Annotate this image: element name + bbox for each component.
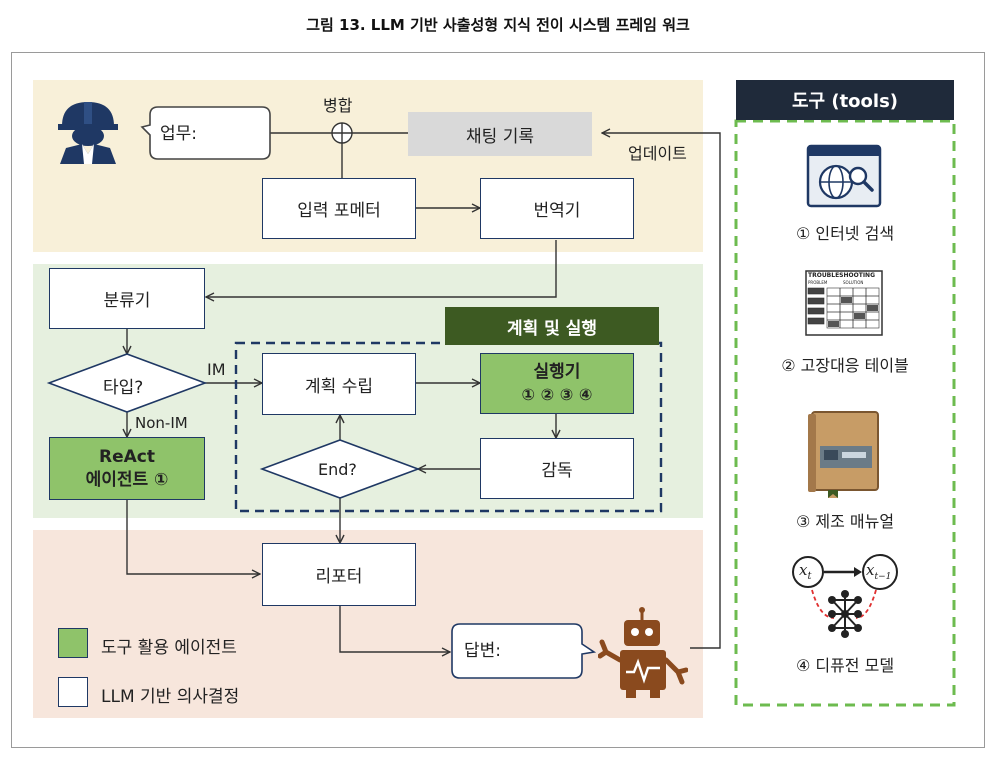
executor-box: 실행기 ① ② ③ ④: [480, 353, 634, 414]
executor-line2: ① ② ③ ④: [521, 385, 593, 405]
react-agent-line1: ReAct: [99, 446, 155, 467]
worker-icon: [52, 96, 124, 164]
figure-title: 그림 13. LLM 기반 사출성형 지식 전이 시스템 프레임 워크: [306, 16, 690, 34]
diffusion-node-xt-1-sub: t−1: [874, 572, 892, 582]
update-label: 업데이트: [628, 144, 687, 163]
web-search-icon: [806, 144, 882, 208]
reporter-to-answer-arrow: [339, 606, 450, 652]
merge-label: 병합: [323, 96, 353, 115]
reporter-box: 리포터: [262, 543, 416, 606]
tools-header: 도구 (tools): [736, 80, 954, 120]
translator-box: 번역기: [480, 178, 634, 239]
troubleshooting-icon-heading: TROUBLESHOOTING: [808, 272, 875, 279]
type-decision-text: 타입?: [103, 378, 144, 398]
tool-label-diffusion-model: ④ 디퓨전 모델: [795, 656, 895, 675]
manual-book-icon: [806, 410, 882, 498]
react-agent-line2: 에이전트 ①: [85, 469, 169, 490]
tools-container: [734, 119, 956, 707]
end-decision-text: End?: [318, 460, 357, 479]
im-label: IM: [207, 360, 226, 379]
legend-llm-decision-swatch: [58, 677, 88, 707]
legend-llm-decision-text: LLM 기반 의사결정: [101, 687, 240, 707]
diffusion-node-xt-1: xt−1: [866, 561, 891, 582]
answer-speech-bubble: 답변:: [450, 622, 596, 680]
answer-text: 답변:: [464, 641, 502, 661]
tool-label-manufacturing-manual: ③ 제조 매뉴얼: [795, 512, 895, 531]
end-decision-diamond: [259, 439, 421, 499]
diffusion-node-xt: xt: [799, 561, 812, 582]
legend-tool-agent-swatch: [58, 628, 88, 658]
update-arrow: [602, 133, 721, 649]
translator-to-classifier-arrow: [206, 240, 557, 297]
troubleshooting-icon-col-solution: SOLUTION: [843, 280, 864, 285]
input-formatter-box: 입력 포메터: [262, 178, 416, 239]
troubleshooting-icon-col-problem: PROBLEM: [808, 280, 828, 285]
non-im-label: Non-IM: [135, 414, 188, 432]
robot-icon: [597, 606, 689, 700]
chat-history-box: 채팅 기록: [408, 112, 592, 156]
legend-tool-agent-text: 도구 활용 에이전트: [101, 638, 237, 658]
figure-frame: [11, 52, 985, 748]
diffusion-node-xt-1-var: x: [866, 561, 875, 579]
supervision-box: 감독: [480, 438, 634, 499]
worker-task-text: 업무:: [160, 124, 198, 144]
diffusion-node-xt-sub: t: [807, 571, 812, 582]
plan-execute-title: 계획 및 실행: [445, 307, 659, 345]
diffusion-node-xt-var: x: [799, 561, 808, 579]
worker-speech-bubble: 업무:: [140, 105, 272, 161]
react-to-reporter-arrow: [126, 500, 260, 574]
diffusion-model-icon: xt xt−1: [790, 548, 900, 642]
planning-box: 계획 수립: [262, 353, 416, 415]
tool-label-troubleshooting-table: ② 고장대응 테이블: [781, 356, 909, 375]
react-agent-box: ReAct 에이전트 ①: [49, 437, 205, 500]
troubleshooting-table-icon: TROUBLESHOOTING PROBLEM SOLUTION: [805, 270, 883, 336]
type-decision-diamond: [46, 353, 208, 413]
classifier-box: 분류기: [49, 268, 205, 329]
executor-line1: 실행기: [533, 362, 581, 383]
tool-label-web-search: ① 인터넷 검색: [795, 224, 895, 243]
